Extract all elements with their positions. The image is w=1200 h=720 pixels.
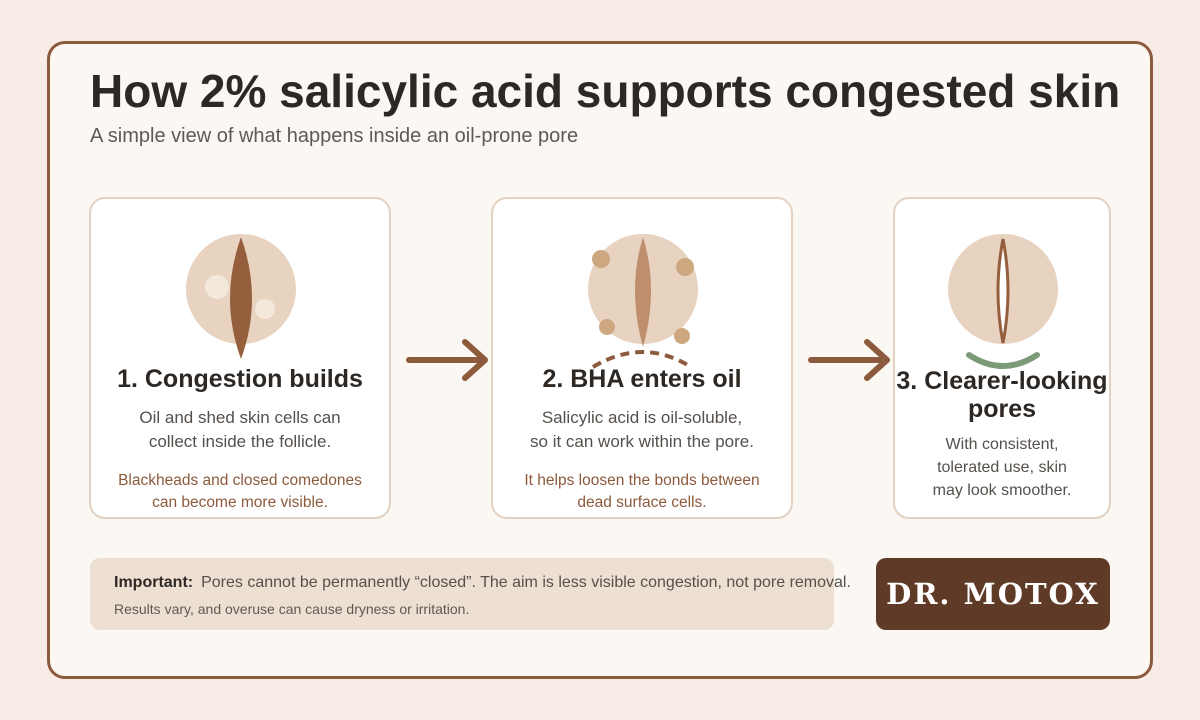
- clear-follicle: [996, 238, 1010, 344]
- note-label: Important:: [114, 574, 194, 591]
- note-text: Pores cannot be permanently “closed”. Th…: [201, 574, 851, 591]
- brand-name: DR. MOTOX: [886, 577, 1100, 611]
- clogged-follicle: [230, 237, 252, 359]
- step-title: 2. BHA enters oil: [542, 365, 742, 393]
- bha-particle: [676, 258, 694, 276]
- follicle: [635, 237, 651, 347]
- page-subtitle: A simple view of what happens inside an …: [90, 125, 579, 147]
- bha-particle: [599, 319, 615, 335]
- dead-cell-particle: [255, 299, 275, 319]
- step-title: 1. Congestion builds: [117, 365, 363, 393]
- note-secondary-line: Results vary, and overuse can cause dryn…: [114, 601, 470, 617]
- dead-cell-particle: [205, 275, 229, 299]
- bha-particle: [592, 250, 610, 268]
- arrow-right-icon: [808, 339, 890, 381]
- step-card-congestion: 1. Congestion builds Oil and shed skin c…: [89, 197, 391, 519]
- important-note: Important: Pores cannot be permanently “c…: [90, 558, 851, 630]
- step-description: Salicylic acid is oil-soluble,so it can …: [530, 408, 754, 451]
- bha-particle: [674, 328, 690, 344]
- pore-bha-illustration: [588, 234, 698, 369]
- pore-clear-illustration: [948, 234, 1058, 369]
- smooth-skin-curve: [966, 352, 1040, 369]
- note-main-line: Important: Pores cannot be permanently “c…: [114, 574, 851, 592]
- brand-logo: DR. MOTOX: [876, 558, 1110, 630]
- step-card-bha: 2. BHA enters oil Salicylic acid is oil-…: [491, 197, 793, 519]
- pore-congested-illustration: [186, 234, 296, 359]
- penetration-path: [591, 350, 693, 369]
- arrow-right-icon: [406, 339, 488, 381]
- page-title: How 2% salicylic acid supports congested…: [90, 65, 1121, 117]
